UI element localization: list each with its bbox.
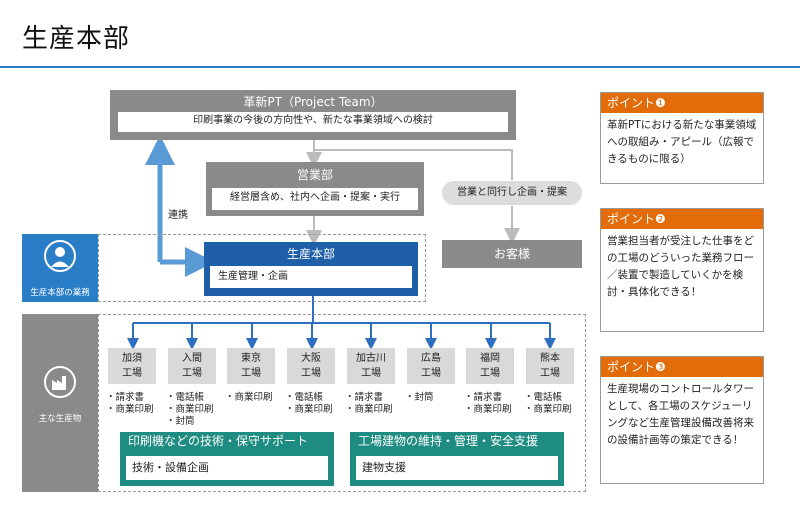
eigyo-title: 営業部 xyxy=(296,168,333,182)
factory-product-list: 商業印刷 xyxy=(225,392,285,404)
factory-product-item: 電話帳 xyxy=(166,392,226,404)
seisanbutsu-label: 主な生産物 xyxy=(38,414,82,424)
page-title: 生産本部 xyxy=(22,24,131,54)
factory-product-item: 電話帳 xyxy=(524,392,584,404)
factory-box: 東京 工場 xyxy=(227,348,275,384)
point-3-title: ポイント❸ xyxy=(601,357,763,377)
point-2-box: ポイント❷ 営業担当者が受注した仕事をどの工場のどういった業務フロー／装置で製造… xyxy=(600,208,764,332)
factory-product-item: 封筒 xyxy=(166,416,226,428)
factory-product-item: 請求書 xyxy=(106,392,166,404)
gyomu-dashed-frame xyxy=(98,234,426,302)
point-1-box: ポイント❶ 革新PTにおける新たな事業領域への取組み・アピール（広報できるものに… xyxy=(600,92,764,184)
okyakusama-box: お客様 xyxy=(442,240,582,268)
seisanbutsu-side-label: 主な生産物 xyxy=(22,314,98,492)
title-divider xyxy=(0,66,800,68)
factory-product-list: 請求書商業印刷 xyxy=(464,392,524,416)
factory-product-item: 商業印刷 xyxy=(225,392,285,404)
factory-box: 入間 工場 xyxy=(168,348,216,384)
factory-product-item: 商業印刷 xyxy=(285,404,345,416)
support-panel-title: 印刷機などの技術・保守サポート xyxy=(128,434,309,448)
support-panel-body: 建物支援 xyxy=(362,461,406,474)
gyomu-label: 生産本部の業務 xyxy=(30,288,90,298)
factory-box: 熊本 工場 xyxy=(526,348,574,384)
point-3-body: 生産現場のコントロールタワーとして、各工場のスケジューリングなど生産管理設備改善… xyxy=(607,383,754,446)
kakushin-pt-box: 革新PT（Project Team） 印刷事業の今後の方向性や、新たな事業領域へ… xyxy=(110,90,516,140)
kakushin-title: 革新PT（Project Team） xyxy=(243,95,383,109)
factory-box: 広島 工場 xyxy=(407,348,455,384)
eigyo-desc: 経営層含め、社内へ企画・提案・実行 xyxy=(212,188,418,210)
point-2-body: 営業担当者が受注した仕事をどの工場のどういった業務フロー／装置で製造していくかを… xyxy=(607,235,754,298)
point-1-body: 革新PTにおける新たな事業領域への取組み・アピール（広報できるものに限る） xyxy=(607,119,757,165)
seisan-title: 生産本部 xyxy=(286,247,335,261)
factory-product-item: 封筒 xyxy=(405,392,465,404)
factory-product-list: 電話帳商業印刷 xyxy=(524,392,584,416)
factory-box: 大阪 工場 xyxy=(287,348,335,384)
support-panel-title: 工場建物の維持・管理・安全支援 xyxy=(358,434,539,448)
support-panel-body: 技術・設備企画 xyxy=(132,461,209,474)
factory-product-list: 請求書商業印刷 xyxy=(345,392,405,416)
point-3-box: ポイント❸ 生産現場のコントロールタワーとして、各工場のスケジューリングなど生産… xyxy=(600,356,764,484)
factory-product-list: 請求書商業印刷 xyxy=(106,392,166,416)
factory-product-item: 商業印刷 xyxy=(166,404,226,416)
eigyo-box: 営業部 経営層含め、社内へ企画・提案・実行 xyxy=(206,162,424,216)
support-panel-body-box: 建物支援 xyxy=(356,456,558,480)
factory-box: 加須 工場 xyxy=(108,348,156,384)
doko-label: 営業と同行し企画・提案 xyxy=(442,181,582,205)
renkei-label: 連携 xyxy=(168,210,188,221)
factory-product-item: 商業印刷 xyxy=(106,404,166,416)
seisan-desc: 生産管理・企画 xyxy=(210,266,412,288)
factory-box: 加古川 工場 xyxy=(347,348,395,384)
point-2-title: ポイント❷ xyxy=(601,209,763,229)
factory-product-item: 請求書 xyxy=(464,392,524,404)
support-panel-building: 工場建物の維持・管理・安全支援 建物支援 xyxy=(350,432,564,486)
factory-product-item: 商業印刷 xyxy=(524,404,584,416)
kakushin-desc: 印刷事業の今後の方向性や、新たな事業領域への検討 xyxy=(118,112,508,132)
seisan-honbu-box: 生産本部 生産管理・企画 xyxy=(204,242,418,296)
factory-product-item: 電話帳 xyxy=(285,392,345,404)
factory-product-list: 電話帳商業印刷封筒 xyxy=(166,392,226,428)
seisanbutsu-dashed-frame xyxy=(98,314,586,492)
factory-icon xyxy=(44,366,76,398)
factory-product-list: 電話帳商業印刷 xyxy=(285,392,345,416)
person-icon xyxy=(44,240,76,272)
support-panel-tech: 印刷機などの技術・保守サポート 技術・設備企画 xyxy=(120,432,334,486)
gyomu-side-label: 生産本部の業務 xyxy=(22,234,98,302)
arrow-branch-line xyxy=(314,149,513,180)
factory-product-item: 請求書 xyxy=(345,392,405,404)
point-1-title: ポイント❶ xyxy=(601,93,763,113)
factory-product-item: 商業印刷 xyxy=(464,404,524,416)
factory-product-item: 商業印刷 xyxy=(345,404,405,416)
support-panel-body-box: 技術・設備企画 xyxy=(126,456,328,480)
factory-product-list: 封筒 xyxy=(405,392,465,404)
factory-box: 福岡 工場 xyxy=(466,348,514,384)
